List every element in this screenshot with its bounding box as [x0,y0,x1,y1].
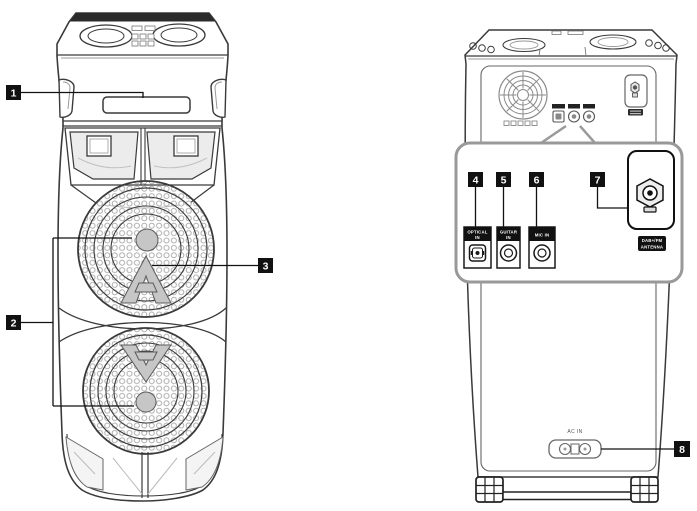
rear-top-controls [469,30,670,57]
volume-knob-left-inner [87,28,125,44]
callout-1-box [6,85,21,100]
front-view: 1 2 3 [6,12,273,502]
wheel-left [475,476,504,503]
speaker-lower [82,327,210,455]
antenna-label-line1: DAB+/FM [642,238,663,243]
callout-4-number: 4 [473,175,479,187]
ledge-lines [63,120,222,127]
lighting-upper [120,254,172,304]
guitar-label-line2: IN [506,235,511,240]
callout-1-number: 1 [11,88,17,100]
antenna-label: DAB+/FM ANTENNA [638,236,666,251]
guitar-in-port: GUITAR IN [496,226,521,269]
callout-6-box [529,172,544,187]
pocket-left-handle [86,135,112,157]
callout-2-box [6,315,21,330]
callout-1-line [21,91,144,98]
callout-4-5-6-lines [474,187,538,227]
callout-8-number: 8 [679,444,685,456]
rear-view: 4 5 6 OPTICAL IN GUITAR IN [454,29,690,503]
optical-label-line2: IN [475,235,480,240]
callout-5-number: 5 [501,175,507,187]
callout-5-box [496,172,511,187]
speaker-lower-cap [135,391,157,413]
front-top-band [70,13,215,22]
mini-antenna-label [628,109,643,116]
optical-in-port: OPTICAL IN [463,226,492,269]
display-window [102,96,191,114]
front-handle-left [58,78,75,118]
callout-6-number: 6 [534,175,540,187]
callout-4-box [468,172,483,187]
mic-label: MIC IN [535,233,550,238]
callout-7-box [590,172,605,187]
guitar-label-line1: GUITAR [500,230,518,235]
callout-7-line [596,187,627,209]
mic-in-port: MIC IN [528,226,556,269]
rear-antenna-recess [624,74,648,116]
antenna-label-line2: ANTENNA [641,245,663,250]
speaker-upper [77,180,215,318]
wheel-right [630,476,659,503]
front-handle-right [210,78,227,118]
middle-panel [64,127,221,209]
callout-3-number: 3 [263,261,269,273]
mini-mic-label [583,104,595,109]
ac-in-label: AC IN [567,429,582,435]
ac-in-inlet: AC IN [548,429,602,459]
optical-label-line1: OPTICAL [467,230,487,235]
rear-mini-ports [552,104,596,123]
volume-knob-right-inner [160,27,198,43]
zoom-funnel-lines [540,124,596,145]
callout-2-number: 2 [11,318,17,330]
lighting-lower [120,344,172,383]
pocket-right-handle [173,135,199,157]
callout-8-box [674,441,690,457]
front-handle-left-inner [62,81,71,110]
front-handle-right-inner [214,81,223,110]
antenna-port-panel [627,150,675,230]
mini-optical-label [552,104,565,109]
callout-7-number: 7 [595,175,601,187]
front-base [65,433,224,498]
top-control-buttons [131,25,156,47]
speaker-upper-cap [135,228,159,252]
mini-guitar-label [568,104,580,109]
base-bar [502,491,632,501]
fan-grille [498,70,548,126]
callout-3-box [258,258,273,273]
callout-2-line [21,237,134,407]
